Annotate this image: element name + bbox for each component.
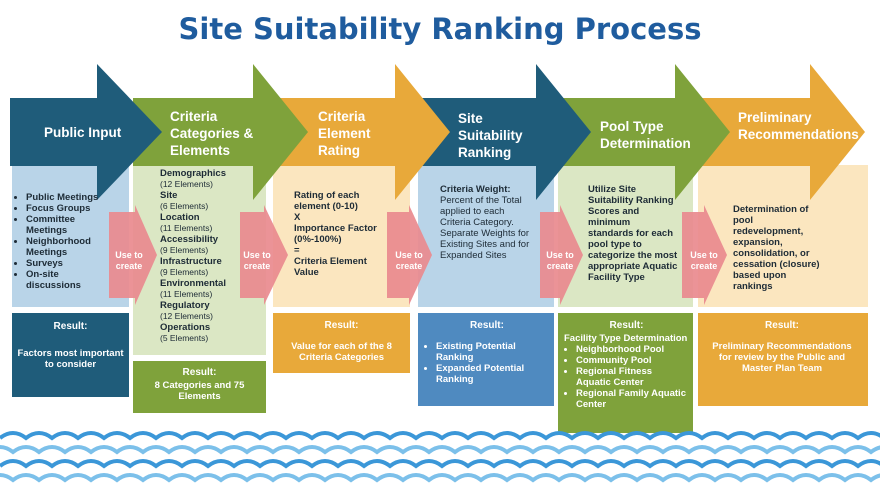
use-to-create-label: Use to create	[395, 250, 423, 271]
step6-result: Result: Preliminary Recommendations for …	[712, 320, 852, 374]
step4-result: Result: Existing Potential Ranking Expan…	[424, 320, 550, 385]
step1-heading: Public Input	[44, 125, 122, 140]
step6-text: Determination of pool redevelopment, exp…	[733, 204, 820, 292]
step2-result-box	[133, 361, 266, 413]
step4-arrow	[418, 64, 591, 200]
formula-line: Criteria Element Value	[294, 256, 367, 278]
use-arrow-2	[240, 205, 288, 305]
category-count: (9 Elements)	[160, 245, 209, 255]
step3-result-box	[273, 313, 410, 373]
step4-panel	[418, 165, 554, 307]
step3-formula: Rating of each element (0-10) X Importan…	[294, 190, 386, 278]
result-text: Factors most important to consider	[17, 348, 124, 370]
step2-heading: Criteria Categories & Elements	[170, 109, 254, 158]
step3-result: Result: Value for each of the 8 Criteria…	[280, 320, 403, 363]
category-name: Demographics	[160, 168, 226, 179]
step4-result-box	[418, 313, 554, 406]
list-item: On-site discussions	[26, 269, 106, 291]
list-item: Neighborhood Pool	[576, 344, 689, 355]
category-name: Operations	[160, 322, 211, 333]
category-count: (6 Elements)	[160, 201, 209, 211]
list-item: Surveys	[26, 258, 106, 269]
step5-result: Result: Facility Type Determination Neig…	[564, 320, 689, 410]
step4-heading: Site Suitability Ranking	[458, 111, 523, 160]
use-arrow-4	[540, 205, 583, 305]
use-arrow-5	[682, 205, 727, 305]
use-to-create-label: Use to create	[243, 250, 271, 271]
formula-line: X	[294, 212, 301, 223]
step1-result-box	[12, 313, 129, 397]
step3-heading: Criteria Element Rating	[318, 109, 371, 158]
use-to-create-label: Use to create	[115, 250, 143, 271]
step5-text: Utilize Site Suitability Ranking Scores …	[588, 184, 678, 283]
result-label: Result:	[765, 320, 799, 331]
result-label: Result:	[53, 321, 88, 332]
list-item: Committee Meetings	[26, 214, 106, 236]
result-text: Preliminary Recommendations for review b…	[712, 341, 852, 374]
step1-arrow	[10, 64, 162, 200]
step6-arrow	[693, 64, 865, 200]
use-arrow-1	[109, 205, 157, 305]
category-name: Location	[160, 212, 200, 223]
step3-arrow	[273, 64, 450, 200]
step5-heading: Pool Type Determination	[600, 119, 691, 151]
result-text: 8 Categories and 75 Elements	[154, 380, 245, 402]
use-arrow-3	[387, 205, 432, 305]
list-item: Expanded Potential Ranking	[436, 363, 550, 385]
formula-line: Rating of each element (0-10)	[294, 190, 360, 212]
category-name: Infrastructure	[160, 256, 222, 267]
category-name: Environmental	[160, 278, 226, 289]
step6-heading: Preliminary Recommendations	[738, 110, 859, 142]
category-count: (11 Elements)	[160, 223, 213, 233]
page-title: Site Suitability Ranking Process	[178, 12, 702, 46]
step1-items: Public Meetings Focus Groups Committee M…	[14, 192, 106, 291]
step5-arrow	[558, 64, 730, 200]
result-intro: Facility Type Determination	[564, 333, 688, 344]
list-item: Existing Potential Ranking	[436, 341, 550, 363]
category-count: (12 Elements)	[160, 311, 213, 321]
formula-line: =	[294, 245, 300, 256]
use-to-create-label: Use to create	[690, 250, 718, 271]
formula-line: Importance Factor (0%-100%)	[294, 223, 377, 245]
category-name: Accessibility	[160, 234, 219, 245]
list-item: Regional Family Aquatic Center	[576, 388, 689, 410]
list-item: Focus Groups	[26, 203, 106, 214]
step5-panel	[558, 165, 693, 307]
step2-categories: Demographics (12 Elements) Site (6 Eleme…	[160, 168, 250, 344]
step6-result-box	[698, 313, 868, 406]
category-count: (11 Elements)	[160, 289, 213, 299]
result-label: Result:	[324, 320, 359, 331]
step5-result-box	[558, 313, 693, 433]
result-label: Result:	[609, 320, 644, 331]
weight-text: Percent of the Total applied to each Cri…	[440, 195, 530, 261]
list-item: Public Meetings	[26, 192, 106, 203]
category-name: Site	[160, 190, 178, 201]
water-waves	[0, 431, 880, 483]
step6-panel	[698, 165, 868, 307]
list-item: Neighborhood Meetings	[26, 236, 106, 258]
step1-result: Result: Factors most important to consid…	[16, 321, 125, 370]
weight-label: Criteria Weight:	[440, 184, 511, 195]
result-label: Result:	[470, 320, 504, 331]
category-count: (5 Elements)	[160, 333, 209, 343]
category-count: (12 Elements)	[160, 179, 213, 189]
category-name: Regulatory	[160, 300, 210, 311]
list-item: Regional Fitness Aquatic Center	[576, 366, 689, 388]
result-label: Result:	[182, 367, 217, 378]
step2-result: Result: 8 Categories and 75 Elements	[140, 367, 259, 402]
use-to-create-label: Use to create	[546, 250, 574, 271]
list-item: Community Pool	[576, 355, 689, 366]
category-count: (9 Elements)	[160, 267, 209, 277]
step2-arrow	[133, 64, 308, 200]
result-text: Value for each of the 8 Criteria Categor…	[291, 341, 392, 363]
step4-weight: Criteria Weight: Percent of the Total ap…	[440, 184, 536, 261]
